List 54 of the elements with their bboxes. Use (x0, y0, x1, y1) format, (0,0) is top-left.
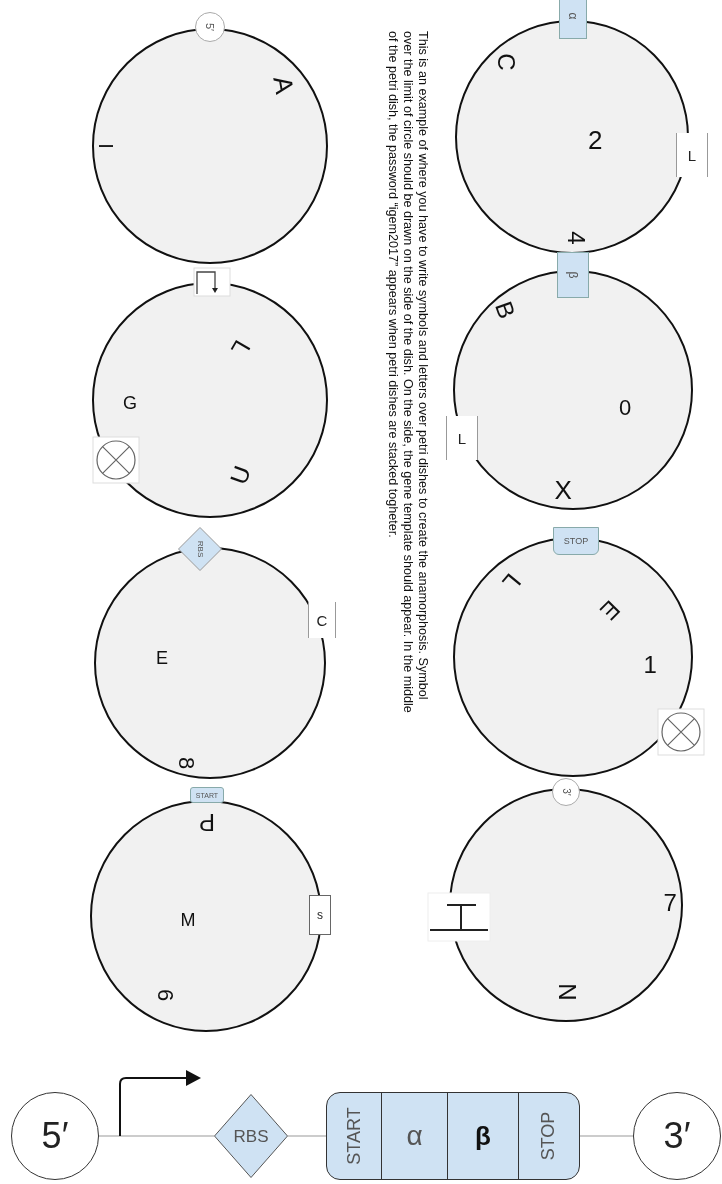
end-circle (195, 12, 225, 42)
connector-line (287, 1135, 327, 1137)
dish-letter: U (225, 462, 255, 488)
connector-line (98, 1135, 215, 1137)
end-label: 5′ (41, 1118, 69, 1154)
part-label: β (567, 271, 579, 279)
segment-label: β (475, 1123, 491, 1149)
letter-tag (446, 416, 478, 460)
dish-letter: G (123, 394, 137, 412)
part-label: RBS (196, 540, 204, 558)
part-label: C (316, 612, 328, 628)
part-tag (553, 527, 599, 555)
note-paragraph: This is an example of where you have to write symbols and letters over petri dishes to create the anamorphosis. Symbol over the limit of circle should be drawn on the side of the dish. On the side, the gene template should appear. In the middle of the petri dish, the password “igem2017” appears when petri dishes are stacked togheter. (385, 31, 430, 715)
part-label: s (317, 909, 323, 921)
dish-letter: 1 (643, 653, 657, 677)
dish-letter: N (554, 983, 579, 1001)
part-label: L (687, 147, 697, 163)
letter-tag (309, 895, 331, 935)
segment-label: START (345, 1107, 363, 1165)
dish-letter: E (156, 649, 168, 667)
part-tag (190, 787, 224, 803)
rbs-diamond (178, 527, 222, 571)
dish-letter: 2 (588, 127, 603, 153)
dish-letter: E (595, 595, 625, 625)
part-label: α (567, 12, 579, 20)
letter-tag (308, 602, 336, 638)
dish-letter: P (199, 810, 215, 834)
connector-line (579, 1135, 634, 1137)
dish-letter: X (554, 477, 572, 503)
rbs-diamond (214, 1094, 288, 1178)
end-circle (552, 778, 580, 806)
segment-label: α (406, 1122, 423, 1150)
dish-letter: B (491, 298, 519, 322)
dish-letter: 4 (563, 231, 588, 245)
segment-label: STOP (539, 1111, 558, 1161)
dish-letter: C (493, 53, 518, 71)
part-tag (557, 252, 589, 298)
dish-letter: 0 (619, 397, 632, 419)
dish-letter: L (226, 336, 254, 360)
dish-letter: M (180, 911, 196, 929)
dish-letter: 8 (175, 756, 198, 770)
part-label: STOP (563, 536, 589, 546)
dish-letter: A (268, 74, 298, 96)
part-label: RBS (233, 1127, 269, 1145)
dish-letter: I (95, 143, 116, 149)
dish-letter: L (497, 569, 525, 595)
end-label: 3′ (663, 1118, 691, 1154)
dish-letter: 6 (154, 988, 177, 1002)
coding-sequence-box (326, 1092, 580, 1180)
part-label: 3′ (561, 788, 571, 796)
part-label: L (457, 430, 467, 446)
part-label: 5′ (204, 22, 216, 32)
dish-letter: 7 (663, 891, 677, 915)
part-tag (559, 0, 587, 39)
